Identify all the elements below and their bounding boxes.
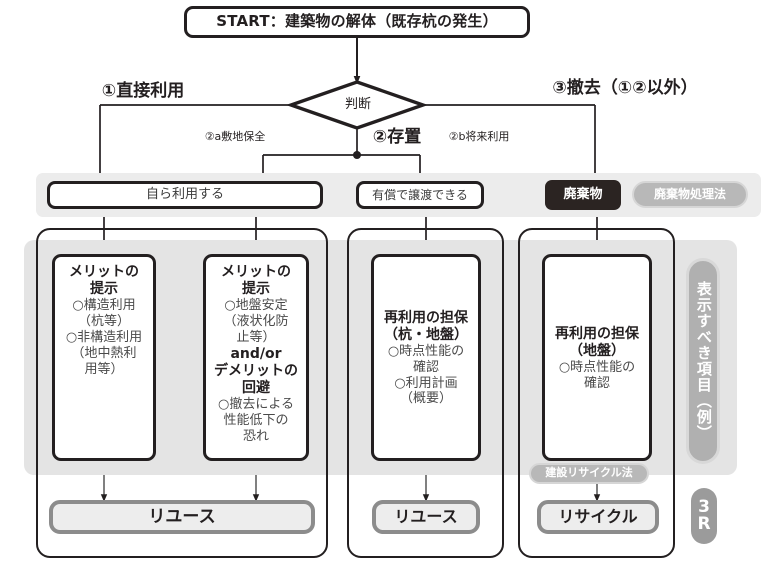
card-merit-structural: メリットの 提示 ○構造利用 （杭等） ○非構造利用 （地中熱利 用等） [52,254,156,461]
card-heading: メリットの 提示 [69,264,139,298]
card-heading: 再利用の担保 （杭・地盤） [384,309,468,343]
result-reuse-direct: リユース [49,500,315,534]
group-transfer [347,228,504,558]
start-node: START：建築物の解体（既存杭の発生） [184,6,530,38]
decision-label: 判断 [344,97,371,113]
group-direct-use [36,228,328,558]
card-merit-ground: メリットの 提示 ○地盤安定 （液状化防 止等） and/or デメリットの 回… [203,254,309,461]
tag-3r: 3 R [691,488,717,544]
card-body: ○地盤安定 （液状化防 止等） [223,298,289,345]
card-heading: 再利用の担保 （地盤） [555,325,639,359]
group-removal [518,228,675,558]
branch-label-direct-use: ①直接利用 [101,80,185,101]
tag-3r-letter: R [697,514,711,534]
result-recycle: リサイクル [537,500,659,534]
branch-label-removal: ③撤去（①②以外） [552,77,698,98]
box-waste: 廃棄物 [545,180,621,210]
card-reuse-guarantee-ground: 再利用の担保 （地盤） ○時点性能の 確認 [542,254,652,461]
card-heading: メリットの 提示 [221,264,291,298]
badge-waste-disposal-law: 廃棄物処理法 [632,181,748,208]
box-self-use: 自ら利用する [47,181,323,209]
card-connector-andor: and/or [230,345,282,362]
card-body: ○時点性能の 確認 ○利用計画 （概要） [387,343,465,407]
card-body: ○時点性能の 確認 [558,359,636,391]
card-heading-2: デメリットの 回避 [214,362,298,396]
branch-label-retain: ②存置 [372,126,422,147]
badge-construction-recycling-law: 建設リサイクル法 [529,463,649,484]
sublabel-site-preservation: ②a敷地保全 [204,129,266,143]
tag-items-to-display: 表示すべき項目（例） [686,258,720,464]
tag-3r-number: 3 [698,497,710,517]
card-body-2: ○撤去による 性能低下の 恐れ [218,396,294,444]
result-reuse-transfer: リユース [372,500,480,534]
card-reuse-guarantee-pile-ground: 再利用の担保 （杭・地盤） ○時点性能の 確認 ○利用計画 （概要） [371,254,481,461]
sublabel-future-use: ②b将来利用 [448,129,510,143]
card-body: ○構造利用 （杭等） ○非構造利用 （地中熱利 用等） [65,298,143,377]
box-paid-transfer: 有償で譲渡できる [356,181,484,209]
